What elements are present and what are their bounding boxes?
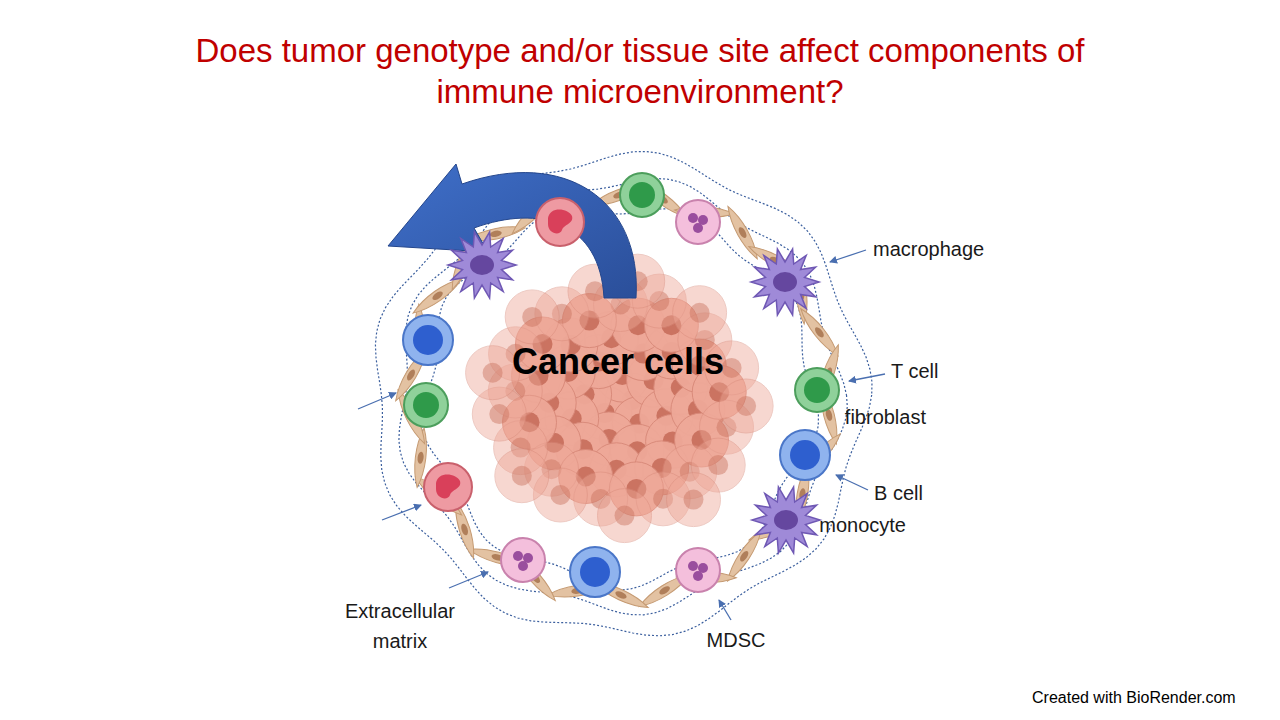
node-text: Cancer cells (512, 341, 724, 382)
title: Does tumor genotype and/or tissue site a… (140, 30, 1140, 112)
matrix-label: Extracellular matrix (325, 596, 475, 656)
cell-label: B cell (874, 478, 923, 508)
cell-label: macrophage (873, 234, 984, 264)
watermark: Created with BioRender.com (1032, 688, 1236, 708)
cell-label: T cell (891, 356, 938, 386)
cell-label: monocyte (819, 510, 906, 540)
cancer-cluster: Cancer cells (512, 341, 724, 383)
cell-label: fibroblast (845, 402, 926, 432)
cell-label: MDSC (690, 625, 782, 655)
